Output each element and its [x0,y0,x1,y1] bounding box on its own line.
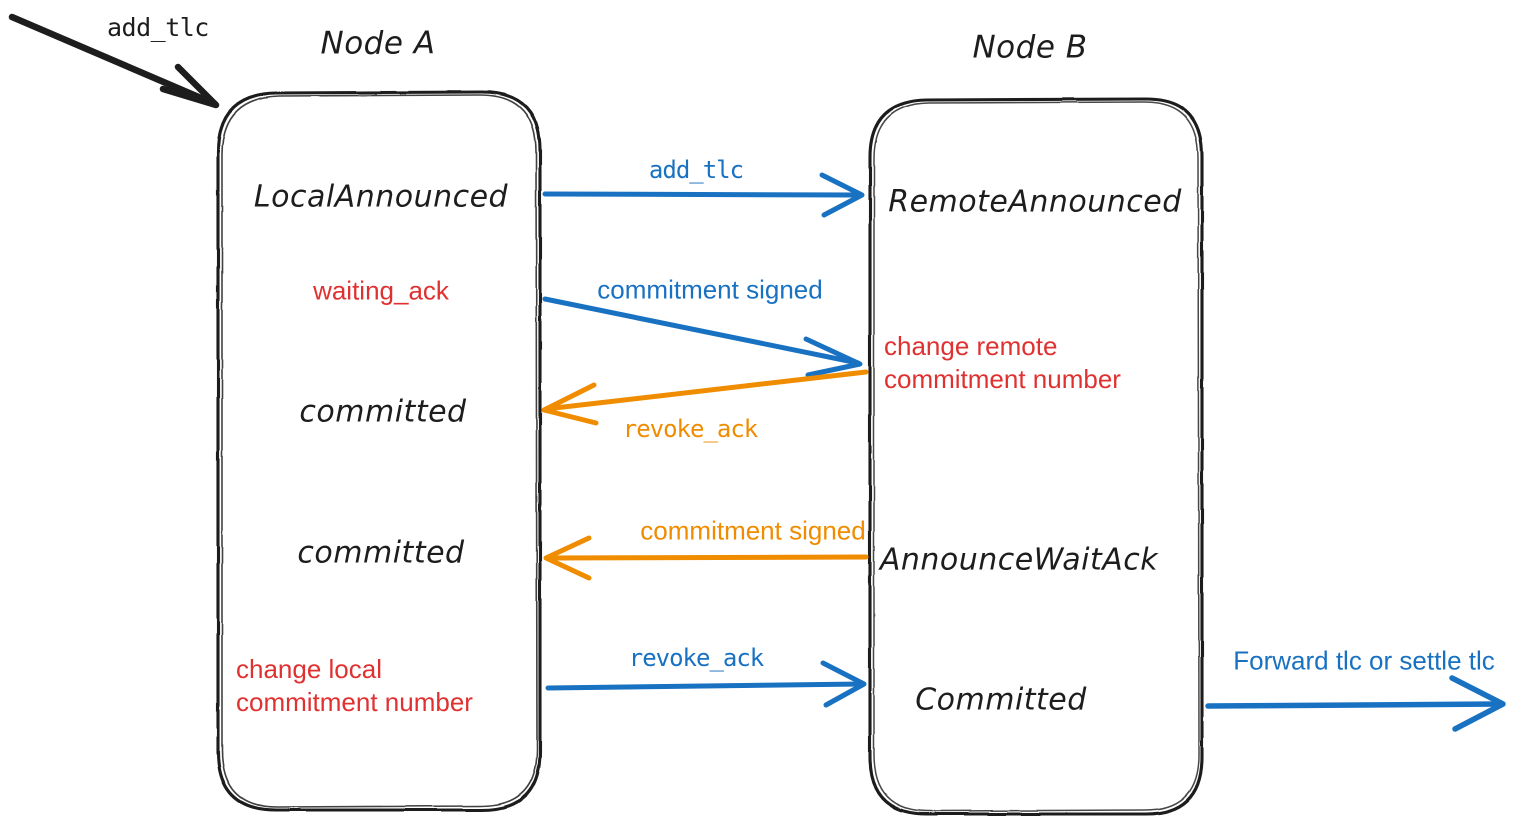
node-a-state-committed-1: committed [299,394,467,430]
message-label-commitment-signed-orange: commitment signed [640,515,866,546]
node-a-title: Node A [320,25,436,62]
node-a-state-waiting-ack: waiting_ack [313,275,449,306]
message-label-commitment-signed-blue: commitment signed [597,274,823,305]
node-b-state-committed: Committed [915,682,1087,718]
node-b-title: Node B [972,29,1088,66]
node-a-state-local-announced: LocalAnnounced [253,179,509,215]
message-label-revoke-ack-blue: revoke_ack [628,643,764,672]
node-b-state-announce-wait-ack: AnnounceWaitAck [879,542,1159,578]
message-arrow-commitment-signed-blue [542,296,863,378]
node-b-state-remote-announced: RemoteAnnounced [888,184,1182,220]
node-b-state-change-remote-commitment-number: change remote commitment number [884,331,1121,395]
outgoing-forward-settle-arrow [1205,675,1506,732]
incoming-add-tlc-label: add_tlc [107,13,209,42]
node-a-state-committed-2: committed [297,535,465,571]
message-label-revoke-ack-orange: revoke_ack [622,414,758,443]
outgoing-forward-settle-label: Forward tlc or settle tlc [1233,645,1495,676]
node-a-state-change-local-commitment-number: change local commitment number [236,654,473,718]
message-label-add-tlc: add_tlc [648,155,744,184]
